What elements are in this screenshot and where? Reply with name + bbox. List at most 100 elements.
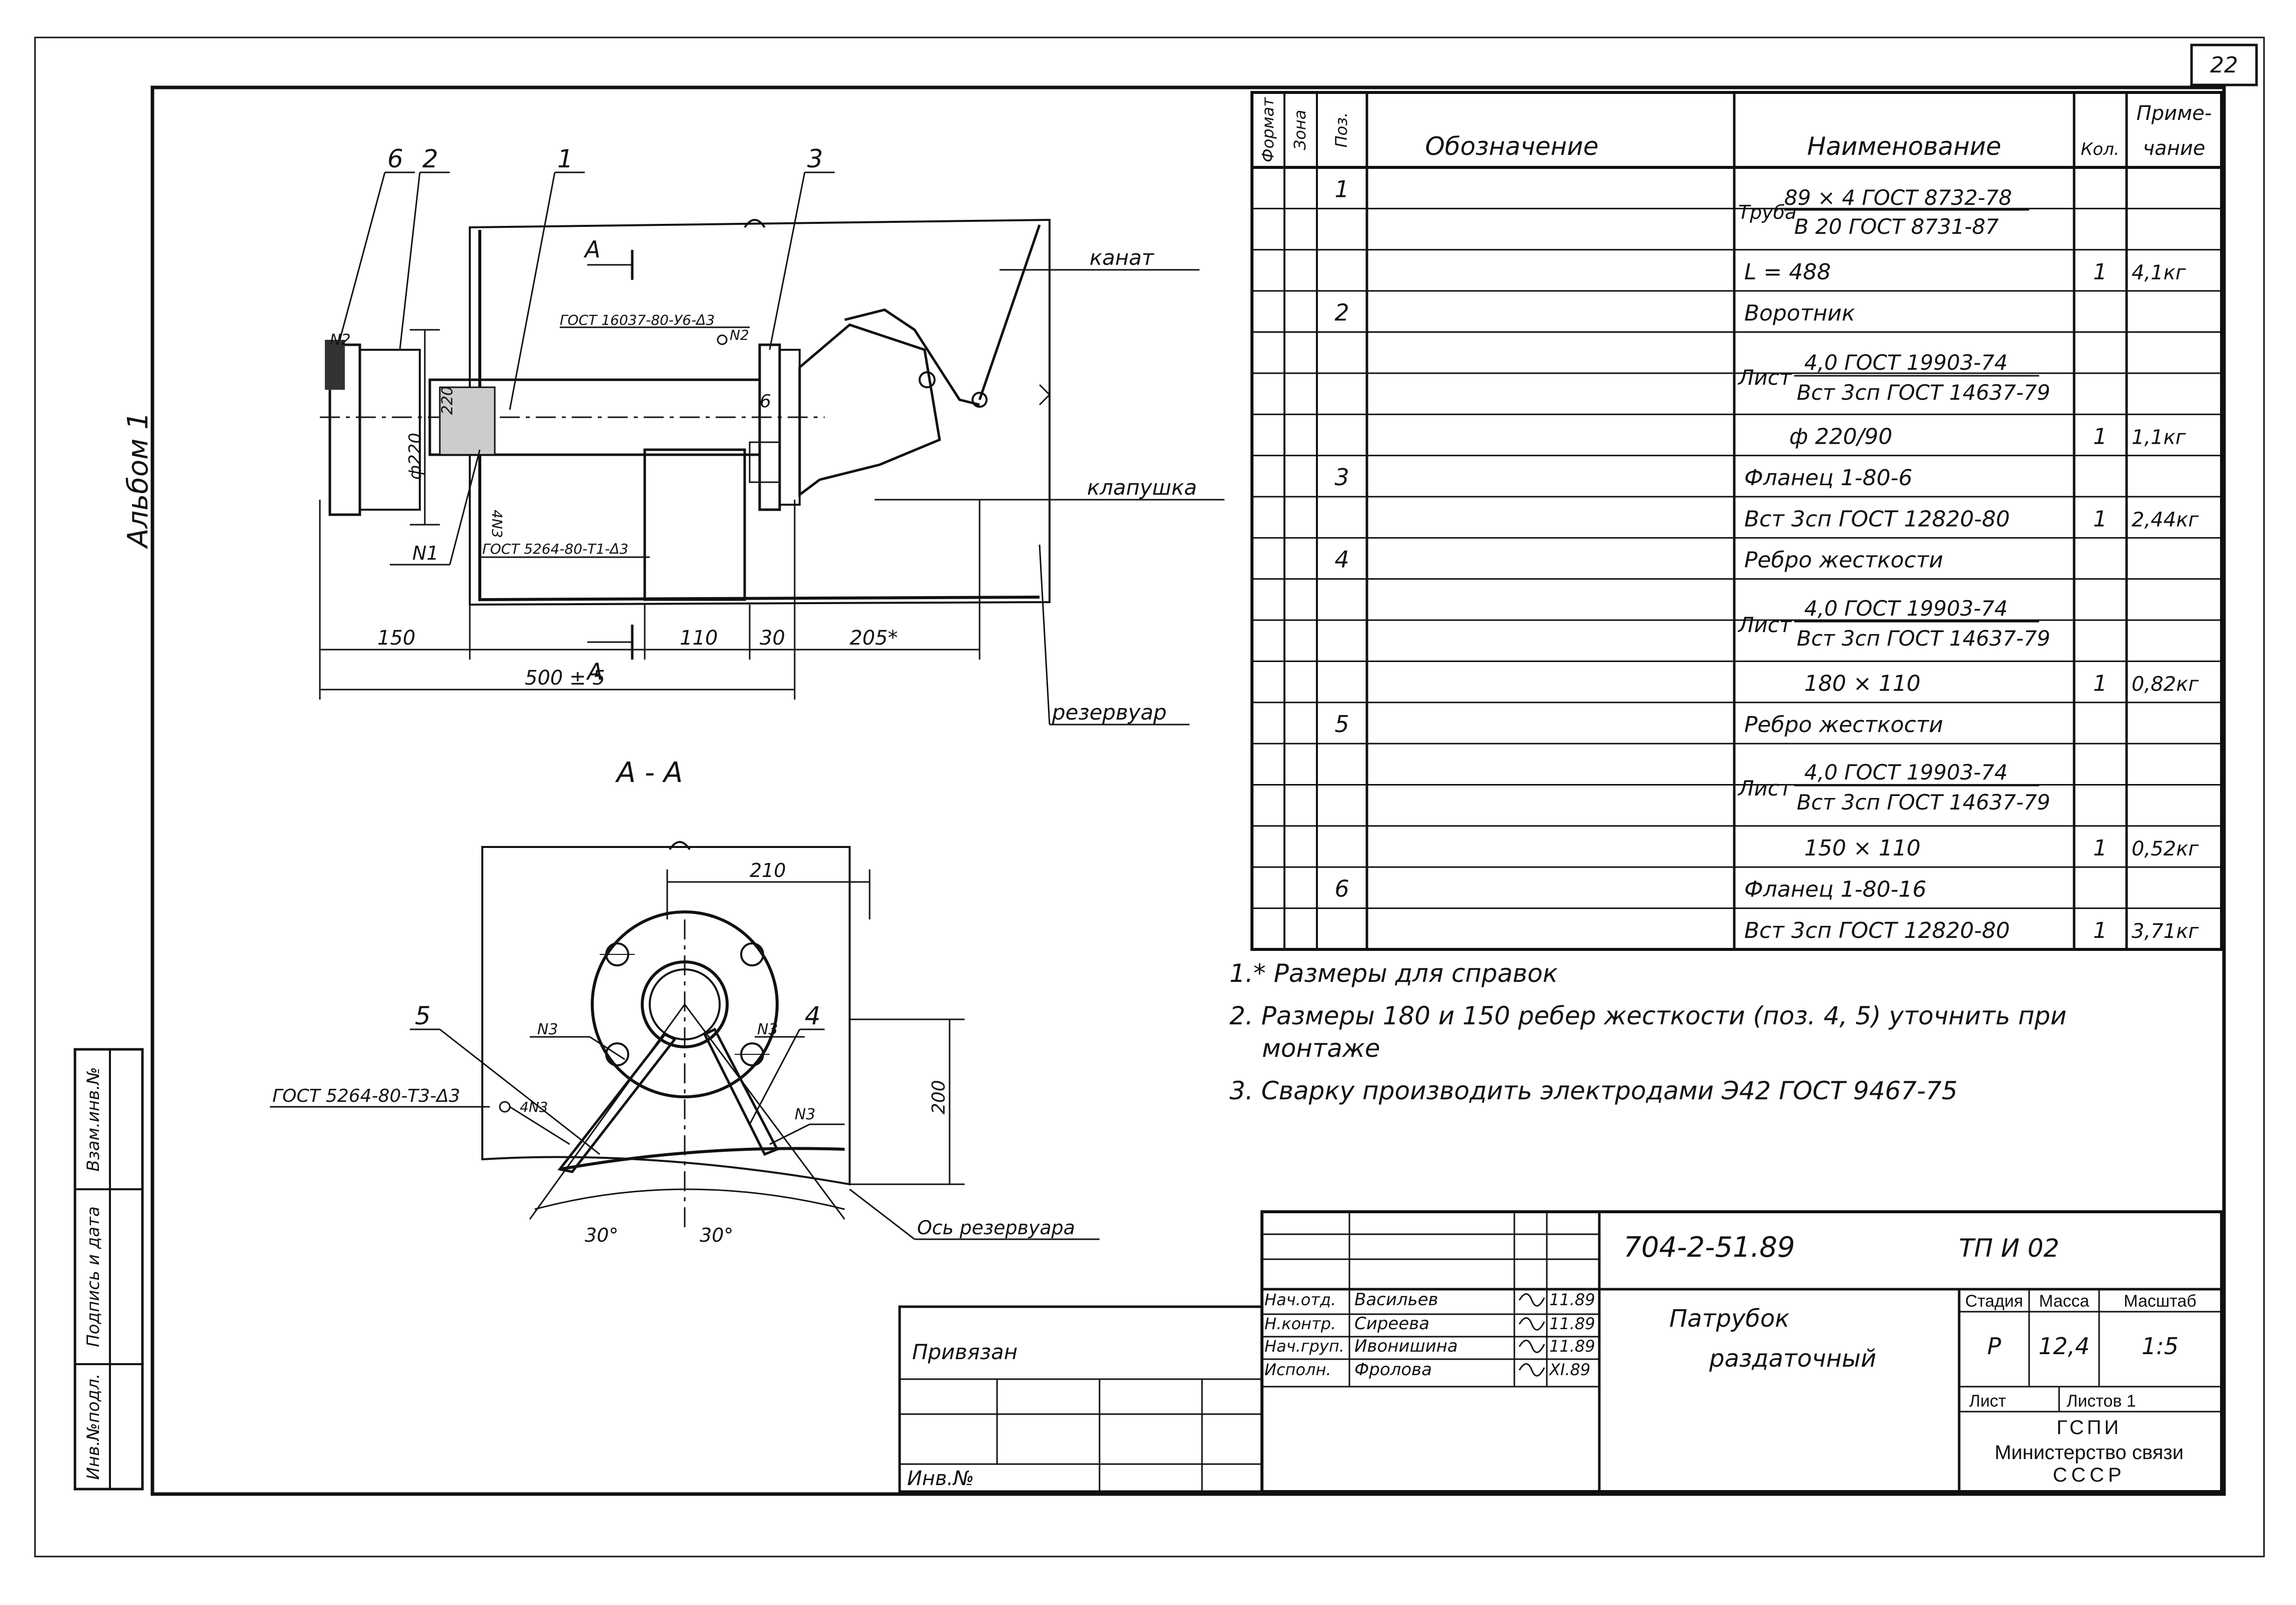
tb-role-name: Васильев	[1354, 1290, 1438, 1310]
spec-cell-note: 3,71кг	[2132, 920, 2199, 943]
weld-mark-n3-c: N3	[795, 1106, 816, 1123]
angle-30-left: 30°	[585, 1224, 618, 1246]
callout-2: 2	[422, 144, 438, 173]
section-view	[270, 841, 1100, 1240]
spec-cell-qty: 1	[2093, 835, 2107, 861]
spec-cell-qty: 1	[2093, 918, 2107, 943]
dim-210: 210	[750, 859, 786, 881]
spec-cell-pos: 6	[1334, 875, 1349, 902]
callout-6: 6	[387, 144, 403, 173]
gost-weld-bottom: ГОСТ 5264-80-Т3-Δ3	[272, 1086, 460, 1106]
sheet-number-box	[2190, 43, 2258, 86]
spec-fraction-rib4-sheet: Лист 4,0 ГОСТ 19903-74 Вст 3сп ГОСТ 1463…	[1737, 596, 2050, 651]
spec-header-note1: Приме-	[2137, 102, 2212, 125]
spec-cell-pos: 2	[1334, 299, 1349, 326]
spec-cell-name: Вст 3сп ГОСТ 12820-80	[1744, 918, 2010, 943]
spec-fraction-rib5-sheet: Лист 4,0 ГОСТ 19903-74 Вст 3сп ГОСТ 1463…	[1737, 760, 2050, 814]
spec-cell-name: Ребро жесткости	[1744, 712, 1943, 738]
gost-weld-mid: ГОСТ 5264-80-Т1-Δ3	[482, 541, 628, 557]
tb-sheet-header: Лист	[1969, 1392, 2006, 1411]
spec-cell-pos: 3	[1334, 464, 1349, 491]
tb-mass-header: Масса	[2039, 1292, 2090, 1311]
spec-cell-note: 0,82кг	[2132, 673, 2199, 696]
weld-mark-4n3-bottom: 4N3	[520, 1099, 548, 1115]
spec-header-format: Формат	[1258, 97, 1277, 162]
spec-header-pos: Поз.	[1332, 112, 1351, 148]
svg-text:4,0 ГОСТ 19903-74: 4,0 ГОСТ 19903-74	[1804, 350, 2008, 375]
pos-6-in-view: 6	[760, 391, 771, 412]
title-block	[898, 1210, 2223, 1493]
signature-scribble	[1518, 1363, 1545, 1377]
dim-30: 30	[760, 627, 785, 650]
spec-header-designation: Обозначение	[1425, 132, 1599, 161]
tb-role-name: Ивонишина	[1354, 1336, 1458, 1356]
weld-mark-n2-top: N2	[730, 327, 749, 343]
svg-text:Труба: Труба	[1738, 201, 1797, 223]
angle-30-right: 30°	[700, 1224, 733, 1246]
dim-150: 150	[377, 627, 415, 650]
tb-title-1: Патрубок	[1669, 1305, 1789, 1333]
tb-role-name: Фролова	[1354, 1360, 1432, 1380]
svg-text:Вст 3сп ГОСТ 14637-79: Вст 3сп ГОСТ 14637-79	[1797, 790, 2050, 814]
callout-3: 3	[807, 144, 823, 173]
spec-table: Формат Зона Поз. Обозначение Наименовани…	[1250, 91, 2223, 951]
dim-d220: ф220	[405, 433, 425, 480]
dim-200: 200	[929, 1080, 949, 1114]
svg-text:89 × 4 ГОСТ 8732-78: 89 × 4 ГОСТ 8732-78	[1784, 185, 2012, 210]
spec-cell-pos: 4	[1334, 546, 1349, 573]
spec-cell-name: Фланец 1-80-16	[1744, 877, 1926, 902]
section-title: А - А	[615, 757, 683, 789]
stamp-replace-inv: Взам.инв.№	[83, 1067, 103, 1171]
tb-role-role: Нач.отд.	[1264, 1290, 1336, 1309]
label-valve: клапушка	[1087, 475, 1197, 500]
tb-role-date: 11.89	[1549, 1314, 1595, 1333]
note-3: 3. Сварку производить электродами Э42 ГО…	[1229, 1076, 1958, 1105]
dim-205: 205*	[850, 627, 898, 650]
tb-role-role: Н.контр.	[1264, 1314, 1336, 1333]
tb-scale: 1:5	[2142, 1333, 2179, 1360]
tb-org-1: ГСПИ	[2057, 1417, 2122, 1439]
tb-title-2: раздаточный	[1709, 1345, 1876, 1373]
label-rope: канат	[1090, 245, 1154, 270]
tb-tied-label: Привязан	[912, 1340, 1018, 1364]
tb-stage: Р	[1987, 1333, 2001, 1360]
svg-text:Вст 3сп ГОСТ 14637-79: Вст 3сп ГОСТ 14637-79	[1797, 626, 2050, 651]
main-view	[319, 171, 1224, 726]
section-mark-bottom: А	[586, 658, 603, 685]
note-2: 2. Размеры 180 и 150 ребер жесткости (по…	[1229, 1001, 2067, 1030]
spec-cell-qty: 1	[2093, 424, 2107, 450]
tb-code: 704-2-51.89	[1623, 1231, 1795, 1264]
svg-text:4,0 ГОСТ 19903-74: 4,0 ГОСТ 19903-74	[1804, 596, 2008, 621]
svg-text:Лист: Лист	[1737, 613, 1792, 637]
outer-frame	[34, 36, 2265, 1558]
inner-frame	[150, 85, 2226, 1496]
signature-scribble	[1518, 1340, 1545, 1353]
callout-4: 4	[805, 1001, 821, 1030]
tb-mass: 12,4	[2039, 1333, 2090, 1360]
left-stamp: Инв.№подл. Подпись и дата Взам.инв.№	[73, 1048, 144, 1491]
spec-cell-name: Вст 3сп ГОСТ 12820-80	[1744, 506, 2010, 532]
callout-5: 5	[415, 1001, 431, 1030]
spec-cell-name: Фланец 1-80-6	[1744, 465, 1912, 491]
svg-text:4,0 ГОСТ 19903-74: 4,0 ГОСТ 19903-74	[1804, 760, 2008, 785]
svg-text:Лист: Лист	[1737, 776, 1792, 801]
tb-role-date: 11.89	[1549, 1290, 1595, 1309]
tb-inv-label: Инв.№	[907, 1467, 974, 1490]
spec-cell-name: L = 488	[1744, 259, 1831, 285]
spec-header-zone: Зона	[1290, 110, 1309, 150]
tb-org-2: Министерство связи	[1995, 1442, 2184, 1464]
spec-header-name: Наименование	[1807, 132, 2002, 161]
spec-cell-pos: 1	[1334, 175, 1349, 202]
spec-fraction-collar-sheet: Лист 4,0 ГОСТ 19903-74 Вст 3сп ГОСТ 1463…	[1737, 350, 2050, 405]
tb-scale-header: Масштаб	[2124, 1292, 2196, 1311]
spec-cell-pos: 5	[1334, 711, 1349, 738]
stamp-inv-orig: Инв.№подл.	[83, 1374, 103, 1480]
tb-sheets-header: Листов 1	[2067, 1392, 2136, 1411]
svg-text:Вст 3сп ГОСТ 14637-79: Вст 3сп ГОСТ 14637-79	[1797, 380, 2050, 405]
spec-cell-qty: 1	[2093, 259, 2107, 285]
dim-110: 110	[680, 627, 718, 650]
notes: 1.* Размеры для справок 2. Размеры 180 и…	[1229, 959, 2067, 1105]
tb-stage-header: Стадия	[1965, 1292, 2023, 1311]
tb-org-3: СССР	[2053, 1464, 2125, 1486]
